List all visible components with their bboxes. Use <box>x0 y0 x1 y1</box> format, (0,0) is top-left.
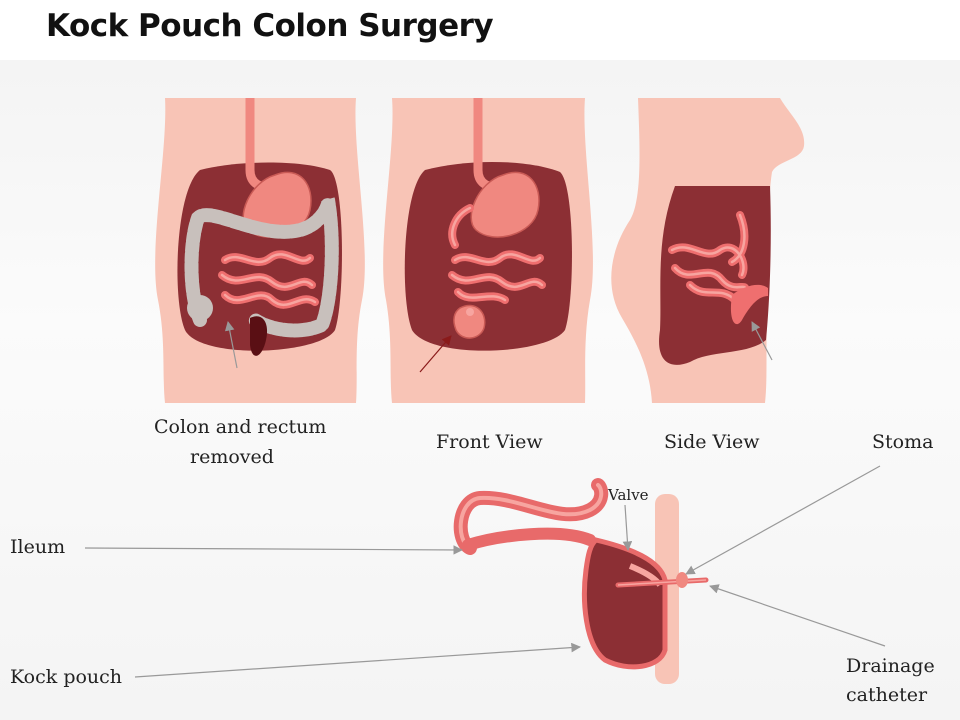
torso-front-view <box>383 98 593 403</box>
label-stoma: Stoma <box>872 431 934 453</box>
label-colon-removed-line1: Colon and rectum <box>154 416 327 438</box>
label-valve: Valve <box>608 486 649 504</box>
arrow-stoma <box>685 465 881 575</box>
torso-side-view <box>611 98 805 403</box>
small-intestine-highlight <box>450 206 544 302</box>
label-colon-removed-line2: removed <box>190 446 274 468</box>
ileum-lower <box>462 527 596 551</box>
rectum <box>250 316 268 356</box>
label-front-view: Front View <box>436 431 543 453</box>
arrow-removed <box>224 321 238 369</box>
ileum-loop-inner <box>458 483 604 550</box>
label-ileum: Ileum <box>10 536 66 558</box>
arrow-drainage <box>709 584 886 647</box>
label-kock-pouch: Kock pouch <box>10 666 123 688</box>
stomach <box>470 171 540 238</box>
arrow-front-pouch <box>419 335 452 373</box>
torso-colon-removed <box>155 98 365 403</box>
small-intestine-highlight <box>670 213 747 302</box>
kock-pouch-front <box>453 304 486 339</box>
kock-pouch <box>581 537 668 670</box>
cecum <box>187 295 213 321</box>
label-drainage-line2: catheter <box>846 684 928 706</box>
side-pouch <box>730 284 768 325</box>
stoma <box>676 572 688 588</box>
page-title: Kock Pouch Colon Surgery <box>46 8 494 44</box>
label-side-view: Side View <box>664 431 760 453</box>
arrow-kock-pouch <box>134 642 581 678</box>
label-drainage-line1: Drainage <box>846 655 935 677</box>
small-intestine-highlight <box>220 253 317 306</box>
kock-pouch-detail <box>84 465 886 684</box>
removed-colon <box>184 197 339 338</box>
arrow-valve <box>622 504 633 551</box>
arrow-ileum <box>84 545 463 555</box>
arrow-side-stoma <box>751 321 773 361</box>
